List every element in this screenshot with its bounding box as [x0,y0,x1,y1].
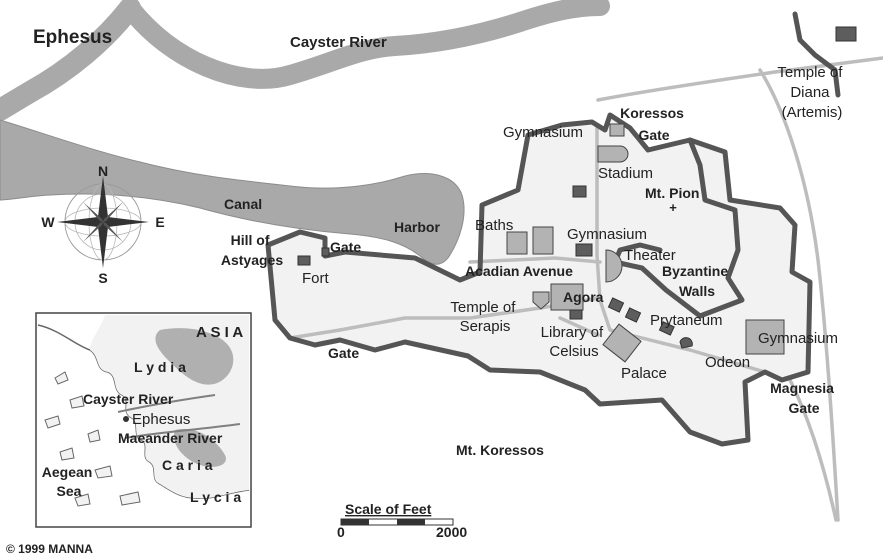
label-baths: Baths [475,217,513,234]
label-koressos-gate: Koressos Gate [620,105,688,143]
label-palace: Palace [621,365,667,382]
agora-building [550,283,584,311]
compass-n: N [98,163,108,179]
label-gymnasium-east: Gymnasium [758,330,838,347]
inset-label-ephesus: Ephesus [132,411,190,428]
scale-bar [340,518,454,526]
temple-of-serapis-building [532,291,550,310]
label-mt-pion: Mt. Pion [645,185,699,201]
building-block-1 [572,185,587,198]
compass-e: E [155,214,164,230]
mt-pion-marker-icon: + [669,200,677,215]
inset-ephesus-dot [123,416,129,422]
label-agora: Agora [563,289,604,305]
palace-building [602,323,642,363]
label-magnesia-gate: Magnesia Gate [770,380,838,416]
inset-label-lydia: L y d i a [134,359,186,375]
inset-mountains-2 [174,428,226,467]
baths-building-1 [506,231,528,255]
scale-max: 2000 [436,524,467,540]
fort-building [297,255,311,266]
label-gate-south: Gate [328,345,359,361]
inset-map [35,312,252,528]
gymnasium-north-building [609,123,625,137]
inset-mountains-1 [155,328,234,385]
city-walls [265,11,841,447]
label-hill-of-astyages: Hill of Astyages [221,232,283,268]
gymnasium-center-building [575,243,593,257]
inset-river-2 [124,423,241,439]
label-acadian-avenue: Acadian Avenue [465,263,573,279]
inset-islands [44,371,141,507]
gymnasium-east-building [745,319,785,355]
inset-river-1 [117,394,216,413]
label-byzantine-walls: Byzantine Walls [662,263,732,299]
label-odeon: Odeon [705,354,750,371]
label-prytaneum: Prytaneum [650,312,723,329]
inset-label-lycia: L y c i a [190,489,241,505]
inset-label-maeander-river: Maeander River [118,430,223,446]
canal-water [0,119,465,265]
label-temple-of-serapis: Temple of Serapis [450,299,519,335]
label-canal: Canal [224,196,262,212]
label-gate-west: Gate [330,239,361,255]
label-temple-of-diana: Temple of Diana (Artemis) [777,64,846,121]
library-building [569,309,583,320]
cayster-river-shape [0,0,610,121]
scale-min: 0 [337,524,345,540]
label-library-of-celsius: Library of Celsius [541,324,608,360]
roads-east [596,56,883,522]
compass-s: S [98,270,107,286]
label-cayster-river: Cayster River [290,34,387,51]
odeon-building [679,337,693,349]
copyright: © 1999 MANNA [6,542,93,556]
buildings [297,26,857,363]
compass-rose-icon [57,176,149,268]
temple-of-diana-building [835,26,857,42]
scale-title: Scale of Feet [345,501,432,517]
theater-building [605,249,623,283]
city-area [268,115,810,444]
prytaneum-building-3 [658,321,675,336]
inset-label-caria: C a r i a [162,457,213,473]
prytaneum-building-2 [624,307,642,323]
label-harbor: Harbor [394,219,440,235]
stadium-building [597,145,629,163]
inset-label-aegean-sea: Aegean Sea [42,464,96,499]
compass-w: W [41,214,55,230]
label-mt-koressos: Mt. Koressos [456,442,544,458]
label-theater: Theater [624,247,676,264]
label-gymnasium-north: Gymnasium [503,124,583,141]
inset-label-cayster-river: Cayster River [83,391,174,407]
prytaneum-building-1 [607,297,625,313]
map-title: Ephesus [33,27,112,48]
inset-label-asia: A S I A [196,324,243,341]
label-gymnasium-center: Gymnasium [567,226,647,243]
baths-building-2 [532,226,554,255]
label-stadium: Stadium [598,165,653,182]
gate-west-marker [321,247,330,257]
label-fort: Fort [302,270,330,287]
